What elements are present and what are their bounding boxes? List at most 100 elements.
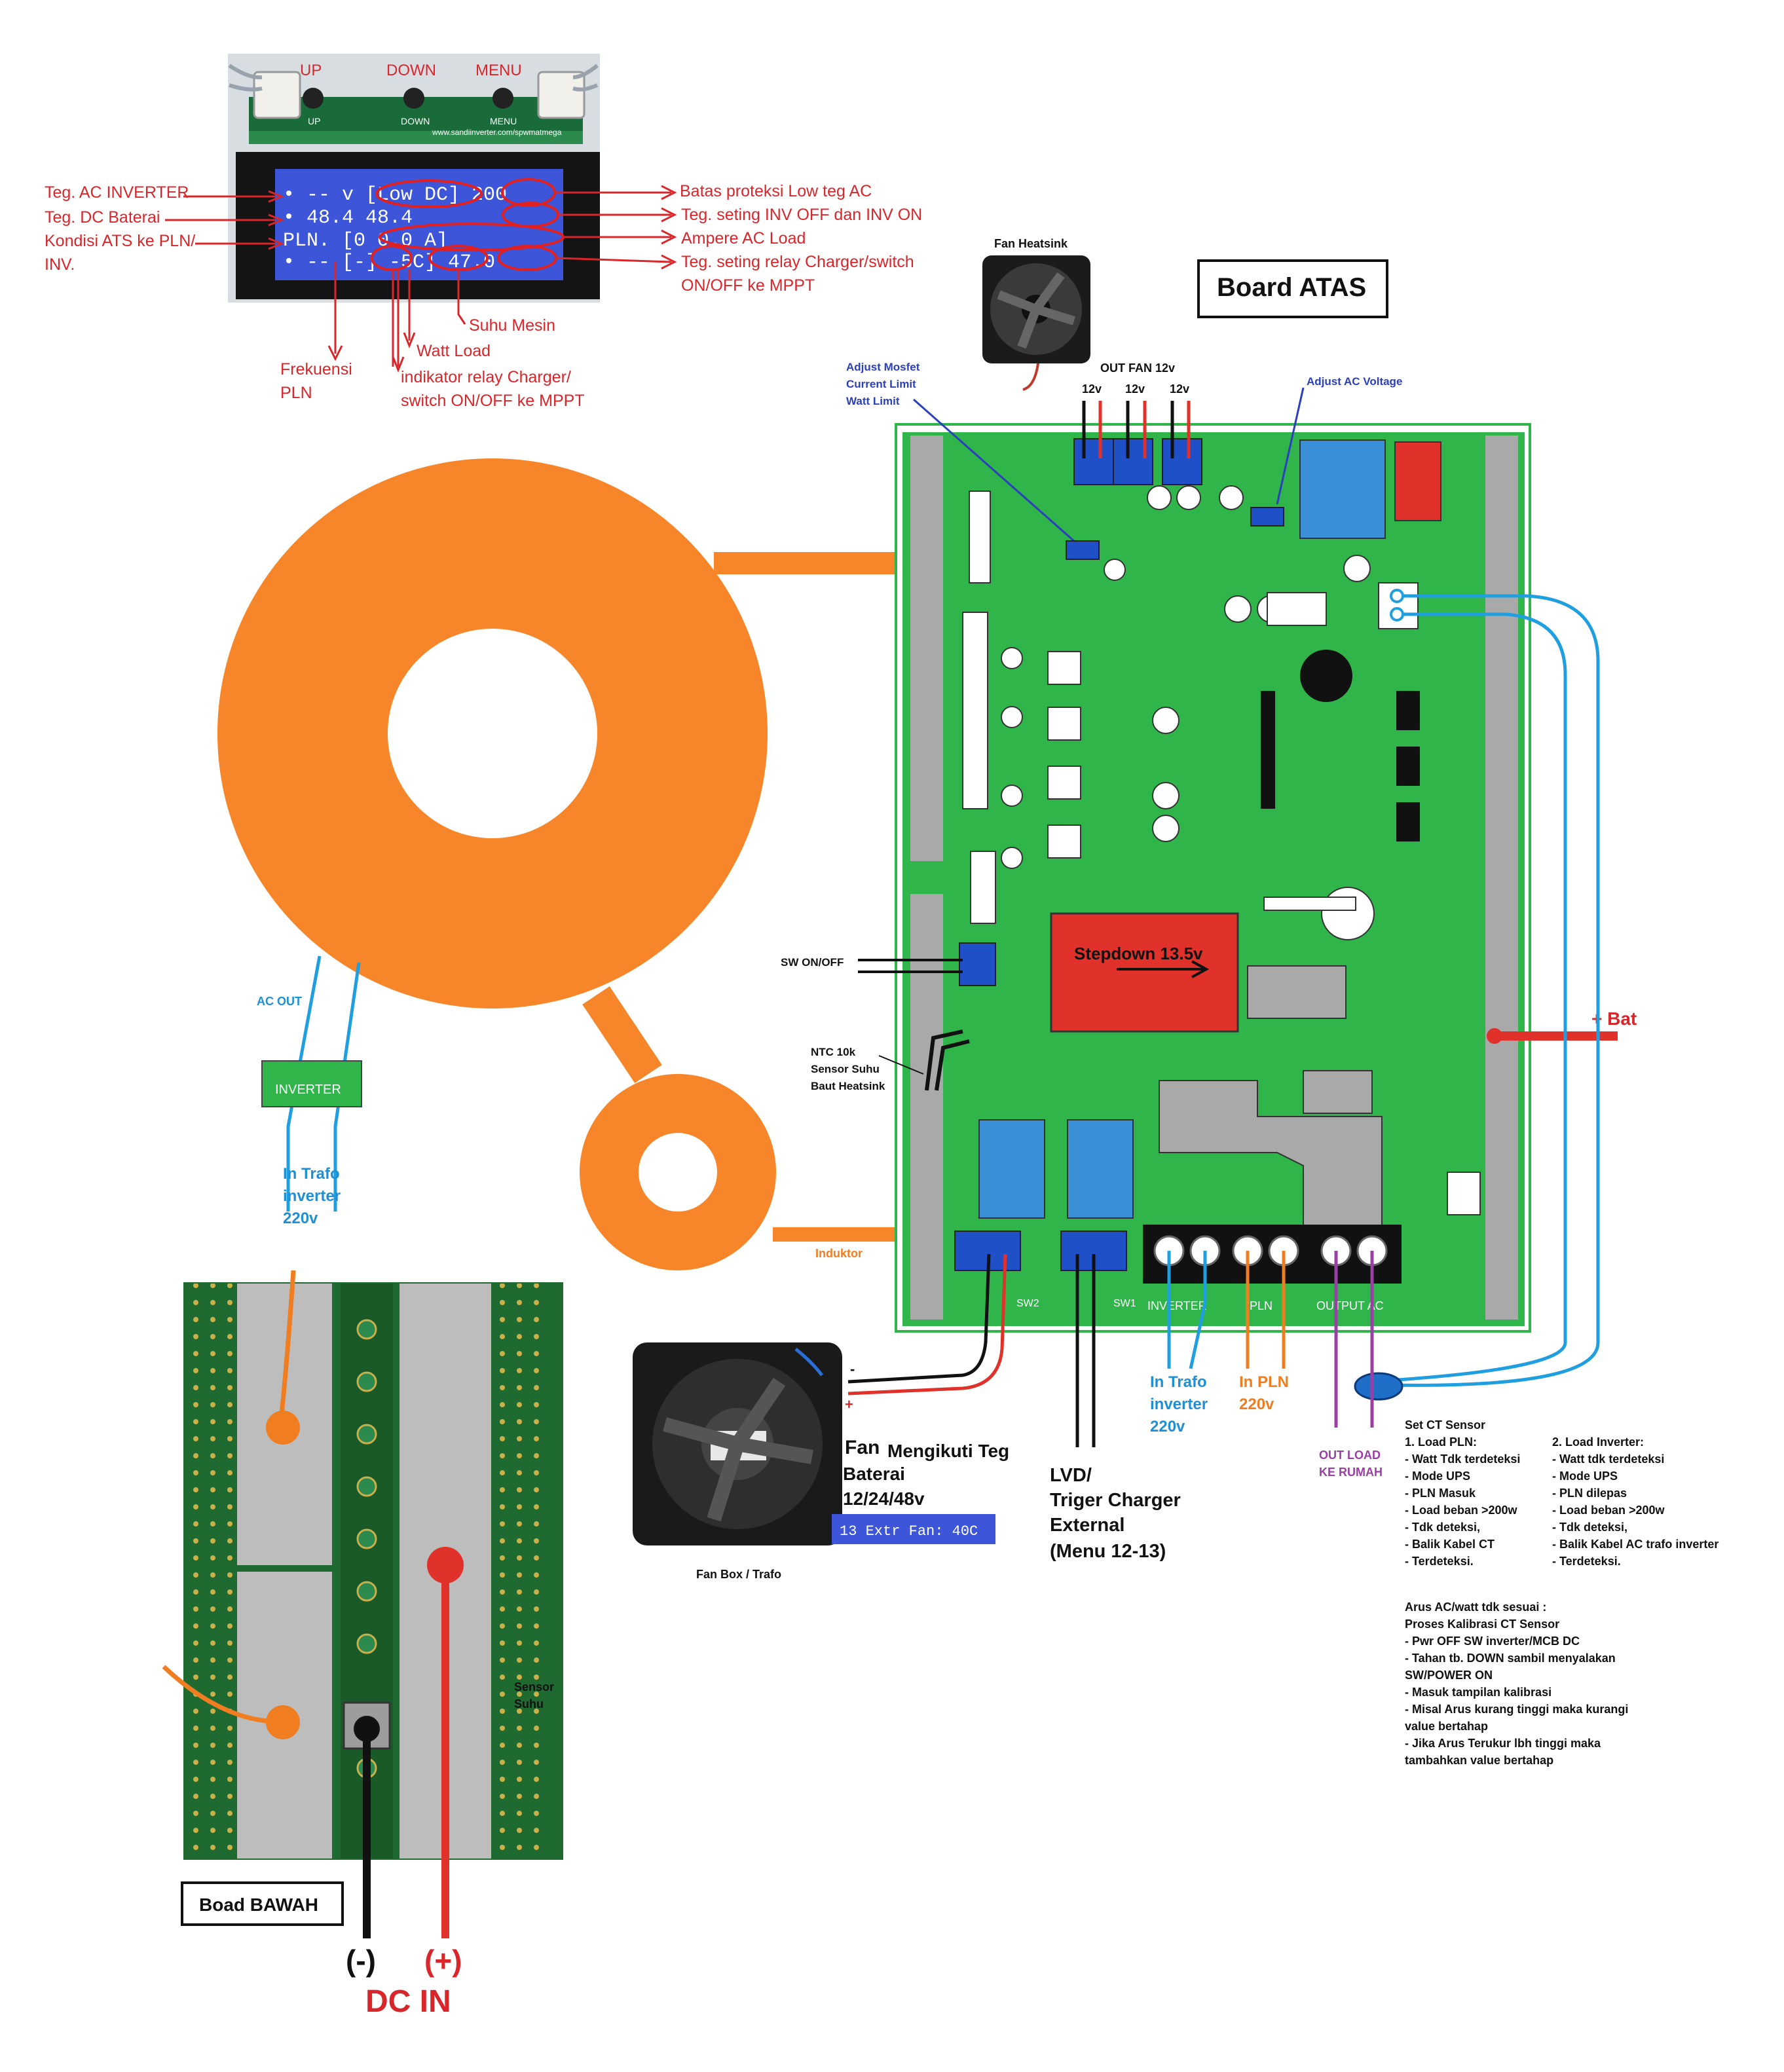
label-teg-seting-relay: Teg. seting relay Charger/switch: [681, 253, 914, 271]
adjust-mosfet-1: Adjust Mosfet: [846, 361, 920, 373]
lcd-site-url: www.sandiinverter.com/spwmatmega: [432, 128, 562, 137]
lvd-label-1: LVD/: [1050, 1465, 1092, 1486]
ac-out-label: AC OUT: [257, 995, 302, 1008]
label-teg-dc-baterai: Teg. DC Baterai: [45, 208, 160, 227]
terminal-label-sw1: SW1: [1113, 1298, 1136, 1309]
board-atas-title: Board ATAS: [1217, 273, 1366, 302]
adjust-ac-trimpot: [1250, 507, 1284, 527]
ntc-label-2: Sensor Suhu: [811, 1063, 880, 1075]
sw-onoff-label: SW ON/OFF: [781, 956, 844, 969]
menu-button[interactable]: [492, 88, 513, 109]
adjust-ac-pointer: [1276, 387, 1305, 505]
fan-polarity-neg: -: [850, 1361, 855, 1377]
fan-wires: [1082, 401, 1191, 458]
adjust-mosfet-3: Watt Limit: [846, 395, 900, 407]
button-label-menu: MENU: [475, 62, 522, 79]
fan-box-wires: [847, 1253, 1007, 1396]
connector-left: [253, 71, 301, 119]
ct-col2-3: - PLN dilepas: [1552, 1487, 1627, 1500]
left-arrows: [165, 190, 285, 250]
label-frekuensi: Frekuensi: [280, 360, 352, 379]
inverter-terminal-label: INVERTER: [275, 1082, 341, 1097]
fan-volt-1: 12v: [1082, 382, 1102, 396]
out-load-2: KE RUMAH: [1319, 1466, 1383, 1479]
label-indikator-relay: indikator relay Charger/: [401, 368, 571, 386]
ct-col2-1: - Watt tdk terdeteksi: [1552, 1452, 1664, 1466]
fan-title-4: 12/24/48v: [843, 1489, 925, 1509]
lvd-label-2: Triger Charger: [1050, 1490, 1181, 1511]
inductor-toroid: [580, 1074, 939, 1270]
lcd-module-photo: [228, 54, 600, 303]
ct-col1-4: - PLN Masuk: [1405, 1487, 1476, 1500]
board-bawah-title-box: [181, 1881, 344, 1926]
ac-out-wires: [286, 955, 361, 1212]
terminal-label-output-ac: OUTPUT AC: [1316, 1299, 1384, 1312]
ct-col2-4: - Load beban >200w: [1552, 1504, 1665, 1517]
silk-label-menu: MENU: [490, 116, 517, 126]
out-fan-label: OUT FAN 12v: [1100, 361, 1175, 375]
ct-col2-5: - Tdk deteksi,: [1552, 1521, 1627, 1534]
ct-col1-6: - Tdk deteksi,: [1405, 1521, 1480, 1534]
kalibrasi-0: Arus AC/watt tdk sesuai :: [1405, 1600, 1546, 1614]
label-kondisi-ats: Kondisi ATS ke PLN/: [45, 232, 195, 250]
in-trafo-label-3: 220v: [283, 1210, 318, 1227]
bottom-arrows: [327, 262, 466, 373]
terminal-label-sw2: SW2: [1016, 1298, 1039, 1309]
in-trafo-label-1: In Trafo: [283, 1165, 340, 1183]
silk-label-up: UP: [308, 116, 320, 126]
ct-col2-7: - Terdeteksi.: [1552, 1555, 1621, 1568]
fan-title-1: Fan: [845, 1437, 880, 1458]
down-button[interactable]: [403, 88, 424, 109]
label-teg-seting-relay-2: ON/OFF ke MPPT: [681, 276, 815, 295]
ct-wires: [1388, 594, 1600, 1387]
dc-pos-label: (+): [424, 1944, 462, 1978]
right-arrows: [556, 185, 677, 270]
board-bawah-pcb: [183, 1282, 563, 1860]
ct-notes: Set CT Sensor 1. Load PLN: - Watt Tdk te…: [1405, 1418, 1719, 1767]
ntc-sensor: [878, 1029, 970, 1091]
lvd-label-3: External: [1050, 1515, 1124, 1536]
fan-heatsink-icon: [982, 255, 1090, 391]
fan-lcd-readout: 13 Extr Fan: 40C: [840, 1523, 978, 1540]
board-atas-title-box: [1197, 259, 1388, 318]
adjust-mosfet-2: Current Limit: [846, 378, 916, 390]
lvd-label-4: (Menu 12-13): [1050, 1541, 1166, 1562]
sw-onoff-wires: [858, 959, 963, 973]
terminal-label-pln: PLN: [1250, 1299, 1273, 1312]
ct-col1-7: - Balik Kabel CT: [1405, 1538, 1495, 1551]
fan-polarity-pos: +: [845, 1396, 853, 1413]
adjust-ac-voltage: Adjust AC Voltage: [1307, 375, 1402, 388]
fan-lcd-readout-box: [832, 1514, 995, 1544]
in-trafo-label-2: inverter: [283, 1187, 341, 1205]
ct-col1-8: - Terdeteksi.: [1405, 1555, 1474, 1568]
label-batas-proteksi: Batas proteksi Low teg AC: [680, 182, 872, 200]
output-wires: [1167, 1251, 1374, 1428]
label-indikator-relay-2: switch ON/OFF ke MPPT: [401, 392, 585, 410]
ntc-label-1: NTC 10k: [811, 1046, 856, 1058]
label-watt-load: Watt Load: [417, 342, 491, 360]
terminal-label-inverter: INVERTER: [1147, 1299, 1207, 1312]
lvd-wires: [1075, 1254, 1096, 1447]
out-in-trafo-3: 220v: [1150, 1418, 1185, 1435]
inverter-terminal: [261, 1060, 362, 1107]
dc-in-label: DC IN: [365, 1984, 451, 2019]
kalibrasi-6: - Misal Arus kurang tinggi maka kurangi: [1405, 1703, 1628, 1716]
ct-sensor: [1354, 1372, 1403, 1401]
fan-title-2: Mengikuti Teg: [887, 1441, 1009, 1461]
up-button[interactable]: [303, 88, 324, 109]
connector-right: [537, 71, 585, 119]
label-ampere-ac-load: Ampere AC Load: [681, 229, 806, 248]
board-bawah-title: Boad BAWAH: [199, 1895, 318, 1915]
ct-col2-6: - Balik Kabel AC trafo inverter: [1552, 1538, 1719, 1551]
stepdown-label: Stepdown 13.5v: [1074, 944, 1203, 963]
sensor-suhu-1: Sensor: [514, 1680, 554, 1693]
sensor-suhu-2: Suhu: [514, 1697, 544, 1711]
ct-col2-2: - Mode UPS: [1552, 1470, 1618, 1483]
button-label-up: UP: [300, 62, 322, 79]
fan-box-icon: [633, 1342, 842, 1545]
label-frekuensi-pln: PLN: [280, 384, 312, 402]
fan-volt-2: 12v: [1125, 382, 1145, 396]
lcd-row-2: • 48.4 48.4: [283, 207, 413, 229]
label-teg-seting-inv: Teg. seting INV OFF dan INV ON: [681, 206, 922, 224]
